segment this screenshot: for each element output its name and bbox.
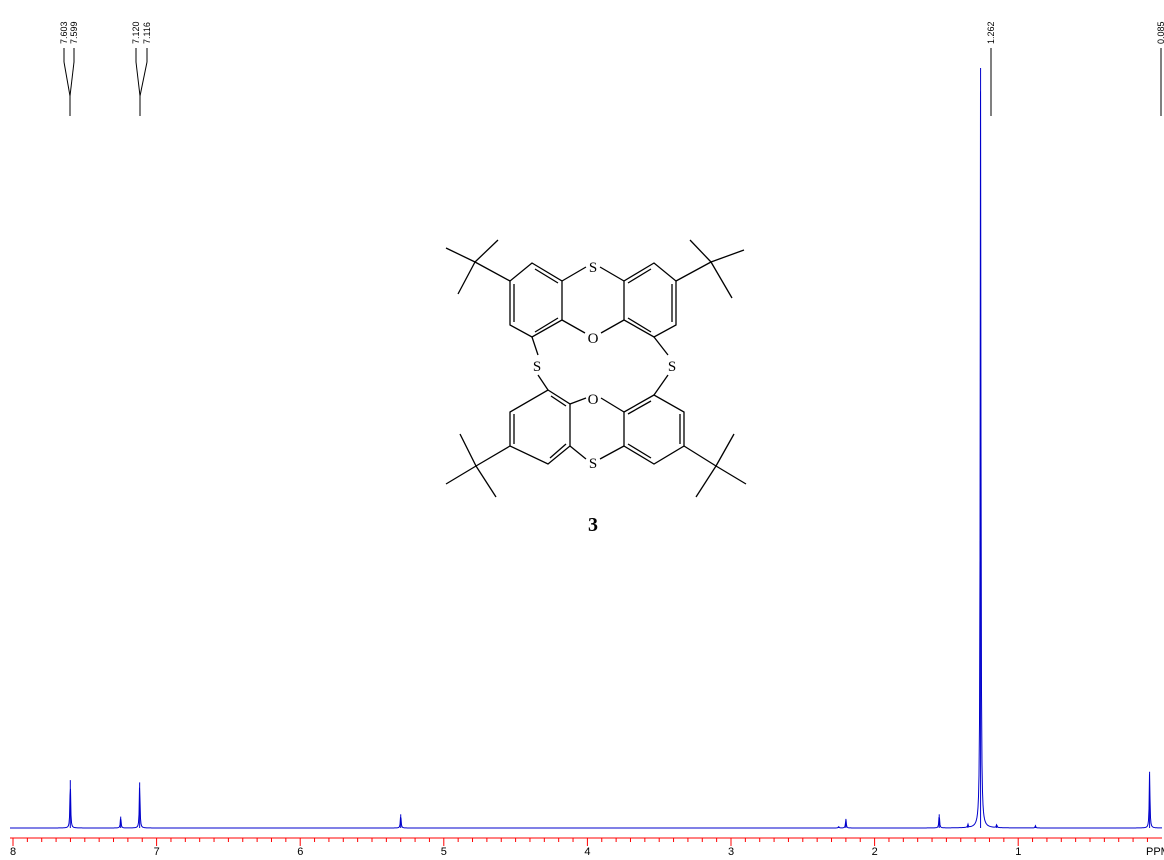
tert-butyl-upper-right — [675, 239, 745, 299]
peak-label: 0.085 — [1156, 21, 1164, 44]
x-axis: 8 7 6 5 4 3 2 1 — [10, 837, 1162, 858]
peak-label-connector — [139, 61, 148, 97]
atom-label: S — [668, 359, 676, 375]
spectrum-line — [10, 91, 1163, 829]
peak-label-connector — [69, 61, 75, 97]
peak-label: 7.120 — [131, 21, 141, 44]
peak-label-connector — [135, 61, 141, 116]
tert-butyl-lower-right — [683, 433, 747, 498]
x-tick-label: 8 — [10, 846, 16, 858]
x-tick-label: 2 — [872, 846, 878, 858]
upper-left-benzene-ring — [509, 262, 563, 338]
peak-label: 1.262 — [986, 21, 996, 44]
lower-left-benzene-ring — [509, 389, 571, 465]
spectrum-trace-group — [10, 68, 1163, 829]
x-tick-label: 1 — [1015, 846, 1021, 858]
x-tick-label: 3 — [728, 846, 734, 858]
chemical-structure — [445, 239, 747, 498]
atom-label: S — [589, 456, 597, 472]
x-tick-label: 5 — [441, 846, 447, 858]
compound-number-label: 3 — [588, 514, 598, 536]
upper-right-benzene-ring — [623, 262, 677, 338]
peak-label: 7.116 — [142, 22, 152, 44]
tert-butyl-lower-left — [445, 433, 511, 498]
x-tick-label: 6 — [297, 846, 303, 858]
x-tick-label: 4 — [584, 846, 590, 858]
x-tick-label: 7 — [154, 846, 160, 858]
lower-right-benzene-ring — [623, 394, 685, 465]
peak-label: 7.599 — [69, 21, 79, 44]
atom-label: O — [588, 392, 599, 408]
peak-label-connector — [63, 61, 71, 116]
x-axis-unit-label: PPM — [1146, 846, 1164, 858]
atom-label: S — [533, 359, 541, 375]
peak-label: 7.603 — [59, 21, 69, 44]
atom-label-group: S O S S O S — [533, 260, 676, 472]
atom-label: O — [588, 331, 599, 347]
atom-label: S — [589, 260, 597, 276]
tert-butyl-upper-left — [445, 239, 511, 295]
